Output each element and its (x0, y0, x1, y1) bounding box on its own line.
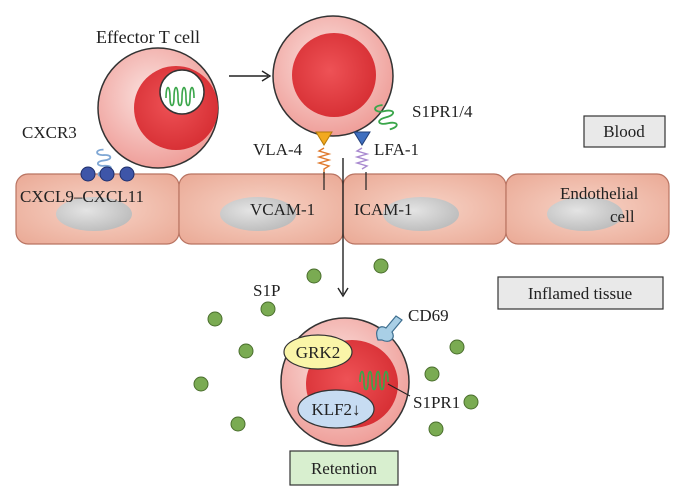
blood-box-label: Blood (603, 122, 645, 141)
label-grk2: GRK2 (296, 343, 340, 362)
internalized-s1pr-icon (165, 86, 195, 107)
s1pr-receptor-icon (374, 104, 398, 131)
endothelial-nucleus-2 (220, 197, 296, 231)
label-klf2: KLF2↓ (311, 400, 360, 419)
retained-t-cell (280, 315, 411, 447)
transmigration-arrow (337, 158, 349, 298)
label-vcam1: VCAM-1 (250, 200, 315, 219)
endothelial-nucleus-4 (547, 197, 623, 231)
lfa1-icam1 (353, 131, 371, 190)
s1pr1-receptor-icon (359, 370, 389, 391)
vcam1-spring-icon (316, 147, 332, 178)
adhering-nucleus (292, 33, 376, 117)
grk2-oval (283, 334, 353, 370)
klf2-oval (297, 389, 375, 429)
s1p-dots (193, 258, 479, 437)
label-cell: cell (610, 207, 635, 226)
blood-box (583, 115, 666, 148)
label-cd69: CD69 (408, 306, 449, 325)
label-s1p: S1P (253, 281, 280, 300)
endothelial-nucleus-1 (56, 197, 132, 231)
retention-box-label: Retention (311, 459, 378, 478)
label-s1pr1-4: S1PR1/4 (412, 102, 473, 121)
cd69-receptor-icon (376, 315, 403, 342)
label-endothelial: Endothelial (560, 184, 639, 203)
icam1-spring-icon (354, 147, 370, 170)
label-lfa1: LFA-1 (374, 140, 419, 159)
label-icam1: ICAM-1 (354, 200, 413, 219)
s1pr1-leader-line (387, 383, 411, 397)
lfa1-triangle-icon (353, 131, 371, 146)
endothelial-nucleus-3 (383, 197, 459, 231)
migration-arrow (229, 70, 272, 82)
chemokine-dots (80, 166, 135, 182)
retention-box (289, 450, 399, 486)
label-effector-t-cell: Effector T cell (96, 27, 200, 47)
label-cxcl9-cxcl11: CXCL9–CXCL11 (20, 187, 144, 206)
endothelium (15, 173, 670, 245)
vla4-vcam1 (315, 131, 333, 190)
adhering-t-cell (272, 15, 398, 137)
vla4-triangle-icon (315, 131, 333, 146)
inflamed-tissue-box-label: Inflamed tissue (528, 284, 632, 303)
label-vla4: VLA-4 (253, 140, 303, 159)
label-s1pr1: S1PR1 (413, 393, 460, 412)
effector-t-cell (97, 47, 219, 169)
inflamed-tissue-box (497, 276, 664, 310)
label-cxcr3: CXCR3 (22, 123, 77, 142)
